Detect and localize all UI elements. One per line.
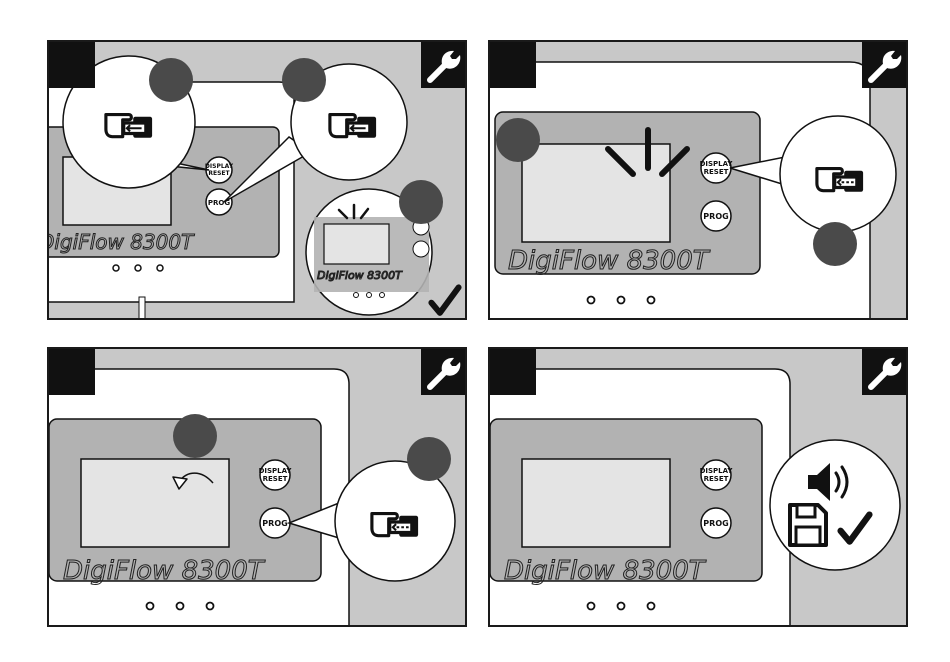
step-badge bbox=[149, 58, 193, 102]
svg-text:RESET: RESET bbox=[208, 170, 230, 177]
step-number-tab bbox=[49, 349, 95, 395]
brand-label: DigiFlow 8300T bbox=[63, 556, 266, 586]
svg-text:PROG: PROG bbox=[703, 519, 728, 528]
brand-label: DigiFlow 8300T bbox=[49, 230, 195, 254]
long-press-hand-icon bbox=[817, 169, 863, 192]
step-badge bbox=[282, 58, 326, 102]
prog-button[interactable]: PROG bbox=[206, 189, 232, 215]
svg-text:RESET: RESET bbox=[704, 475, 729, 483]
step-2-panel: DISPLAY RESET PROG DigiFlow 8300T bbox=[488, 40, 908, 320]
svg-text:PROG: PROG bbox=[703, 212, 728, 221]
floppy-disk-icon bbox=[790, 505, 826, 545]
wrench-icon bbox=[421, 349, 467, 395]
step-badge bbox=[399, 180, 443, 224]
step-number-tab bbox=[490, 42, 536, 88]
step-badge bbox=[496, 118, 540, 162]
svg-text:RESET: RESET bbox=[704, 168, 729, 176]
step-4-panel: DISPLAY RESET PROG DigiFlow 8300T bbox=[488, 347, 908, 627]
wrench-icon bbox=[862, 42, 908, 88]
brand-label: DigiFlow 8300T bbox=[317, 269, 403, 282]
step-badge bbox=[173, 414, 217, 458]
svg-text:DISPLAY: DISPLAY bbox=[700, 160, 734, 168]
device-screen bbox=[522, 459, 670, 547]
wrench-icon bbox=[421, 42, 467, 88]
long-press-hand-icon bbox=[372, 514, 418, 537]
press-hand-icon bbox=[106, 115, 152, 138]
step-1-panel: DISPLAY RESET PROG DigiFlow 8300T bbox=[47, 40, 467, 320]
step-number-tab bbox=[490, 349, 536, 395]
brand-label: DigiFlow 8300T bbox=[504, 556, 707, 586]
svg-text:DISPLAY: DISPLAY bbox=[700, 467, 734, 475]
svg-text:DISPLAY: DISPLAY bbox=[205, 163, 234, 170]
step-badge bbox=[407, 437, 451, 481]
checkmark-icon bbox=[431, 287, 458, 313]
svg-text:DISPLAY: DISPLAY bbox=[259, 467, 293, 475]
brand-label: DigiFlow 8300T bbox=[508, 246, 711, 276]
prog-button[interactable]: PROG bbox=[701, 201, 731, 231]
wrench-icon bbox=[862, 349, 908, 395]
svg-text:PROG: PROG bbox=[262, 519, 287, 528]
step-badge bbox=[813, 222, 857, 266]
svg-text:RESET: RESET bbox=[263, 475, 288, 483]
press-hand-icon bbox=[330, 115, 376, 138]
step-number-tab bbox=[49, 42, 95, 88]
step-3-panel: DISPLAY RESET PROG DigiFlow 8300T bbox=[47, 347, 467, 627]
device-screen bbox=[81, 459, 229, 547]
prog-button[interactable]: PROG bbox=[260, 508, 290, 538]
prog-button[interactable]: PROG bbox=[701, 508, 731, 538]
